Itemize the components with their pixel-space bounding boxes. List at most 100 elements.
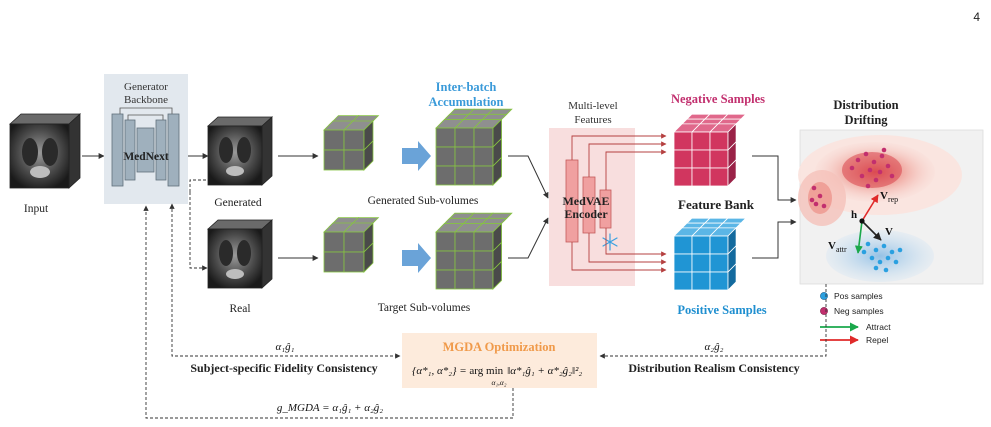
positive-cube-front-face: [673, 235, 693, 255]
subvolume-small-generated-side-face: [363, 140, 374, 171]
bottom-gradient-dashed-path: [143, 205, 514, 419]
subvolume-small-target-front-face: [323, 251, 345, 273]
vector-v-label: V: [885, 226, 893, 238]
subvolume-accumulated-target-front-face: [435, 250, 456, 271]
negative-sample-point: [863, 151, 869, 157]
mednext-label: MedNext: [123, 151, 169, 163]
negative-sample-point: [811, 185, 817, 191]
subvolume-accumulated-target-front-face: [435, 269, 456, 290]
inter-batch-title-line2: Accumulation: [429, 95, 504, 109]
mgda-equation: {α*₁, α*₂} = arg min‖α*₁ĝ₁ + α*₂ĝ₂‖²₂: [412, 365, 582, 377]
negative-cube-front-face: [673, 149, 693, 169]
positive-samples-label: Positive Samples: [677, 303, 766, 317]
subvolume-accumulated-generated-front-face: [473, 146, 494, 167]
positive-sample-point: [897, 247, 903, 253]
target-to-encoder-arrow: [508, 217, 549, 259]
accumulation-arrow-top: [402, 141, 431, 171]
pos-to-drifting-arrow: [752, 219, 797, 259]
subvolume-small-target-front-face: [343, 251, 365, 273]
vector-rep-label: Vrep: [880, 190, 898, 204]
subvolume-accumulated-generated-front-face: [454, 127, 475, 148]
subvolume-accumulated-generated-front-face: [473, 127, 494, 148]
positive-cube-front-face: [709, 271, 729, 291]
generated-label: Generated: [214, 197, 261, 209]
subvolume-accumulated-target-front-face: [454, 250, 475, 271]
negative-cube-front-face: [709, 149, 729, 169]
mgda-argmin-subscript: α₁,α₂: [492, 378, 507, 387]
positive-sample-point: [889, 249, 895, 255]
left-loss-weight: α₁ĝ₁: [276, 341, 295, 353]
drifting-title-line2: Drifting: [844, 113, 888, 127]
negative-sample-point: [867, 167, 873, 173]
negative-samples-label: Negative Samples: [671, 92, 765, 106]
positive-sample-point: [865, 241, 871, 247]
negative-sample-point: [865, 183, 871, 189]
subvolume-small-target-front-face: [343, 231, 365, 253]
positive-sample-points: [861, 241, 903, 273]
positive-sample-point: [873, 265, 879, 271]
subvolume-accumulated-generated-side-face: [492, 156, 502, 186]
positive-cube-front-face: [673, 253, 693, 273]
subvolume-accumulated-generated-front-face: [454, 165, 475, 186]
legend-repel: Repel: [866, 335, 888, 345]
subvolume-accumulated-generated-front-face: [435, 165, 456, 186]
positive-cube-front-face: [709, 235, 729, 255]
positive-sample-point: [861, 249, 867, 255]
left-loss-label: Subject-specific Fidelity Consistency: [190, 361, 377, 375]
positive-sample-point: [869, 255, 875, 261]
encoder-feature-blocks: [565, 159, 612, 243]
positive-cube-front-face: [691, 271, 711, 291]
legend-attract: Attract: [866, 322, 891, 332]
positive-sample-point: [873, 247, 879, 253]
negative-sample-point: [817, 193, 823, 199]
snowflake-icon: [602, 233, 618, 251]
legend-pos-samples: Pos samples: [834, 291, 883, 301]
subvolume-accumulated-target-front-face: [454, 269, 475, 290]
input-ct-volume: [8, 113, 82, 189]
mgda-title: MGDA Optimization: [443, 340, 556, 354]
accumulation-arrow-bottom: [402, 243, 431, 273]
subvolume-small-target-front-face: [323, 231, 345, 253]
positive-sample-point: [893, 259, 899, 265]
negative-sample-point: [859, 173, 865, 179]
subvolume-small-generated-front-face: [323, 129, 345, 151]
subvolume-accumulated-generated-front-face: [454, 146, 475, 167]
subvolume-small-generated-front-face: [343, 129, 365, 151]
negative-cube-front-face: [691, 131, 711, 151]
positive-cube-side-face: [727, 262, 737, 291]
negative-cube-front-face: [673, 167, 693, 187]
generator-title-line1: Generator: [124, 81, 168, 93]
negative-sample-point: [881, 147, 887, 153]
positive-sample-point: [885, 255, 891, 261]
real-ct-volume: [206, 219, 274, 289]
target-subvolumes-label: Target Sub-volumes: [378, 302, 471, 314]
generated-to-encoder-arrow: [508, 155, 549, 199]
generator-title-line2: Backbone: [124, 94, 168, 106]
subvolume-small-generated-front-face: [323, 149, 345, 171]
negative-cube-side-face: [727, 158, 737, 187]
right-loss-dashed-path: [599, 284, 827, 359]
subvolume-accumulated-target-front-face: [473, 231, 494, 252]
negative-sample-point: [809, 197, 815, 203]
vector-attr-label: Vattr: [828, 240, 847, 254]
inter-batch-title-line1: Inter-batch: [436, 80, 497, 94]
negative-sample-points: [809, 147, 895, 209]
mgda-panel: [402, 333, 597, 388]
negative-sample-point: [855, 157, 861, 163]
feature-flow-arrows: [571, 133, 667, 273]
positive-cube-front-face: [709, 253, 729, 273]
features-title-line2: Features: [574, 114, 611, 126]
subvolume-accumulated-target-front-face: [454, 231, 475, 252]
positive-cube-front-face: [691, 235, 711, 255]
input-label: Input: [24, 203, 49, 215]
subvolume-accumulated-target-side-face: [492, 260, 502, 290]
drifting-legend: Pos samples Neg samples Attract Repel: [820, 291, 891, 345]
negative-sample-point: [877, 169, 883, 175]
drifting-title-line1: Distribution: [833, 98, 898, 112]
subvolume-accumulated-generated-front-face: [435, 127, 456, 148]
neg-to-drifting-arrow: [752, 155, 797, 203]
subvolume-accumulated-target-front-face: [435, 231, 456, 252]
negative-sample-point: [813, 201, 819, 207]
encoder-label-line1: MedVAE: [562, 194, 609, 208]
